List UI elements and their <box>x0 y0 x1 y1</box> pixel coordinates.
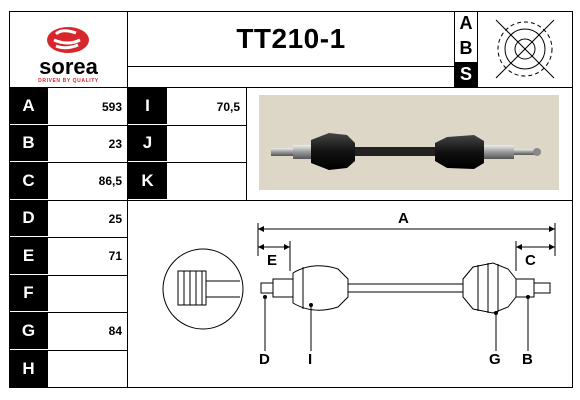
spec-value-d: 25 <box>108 211 122 226</box>
abs-letter-b: B <box>459 38 473 58</box>
spec-label-j: J <box>128 125 167 161</box>
dimension-c-label: C <box>525 252 536 269</box>
dimension-e-label: E <box>267 252 278 269</box>
spec-label-f: F <box>9 275 48 311</box>
part-number-title: TT210-1 <box>236 22 346 54</box>
spec-value-c: 86,5 <box>98 174 122 188</box>
spec-row-divider <box>9 312 128 313</box>
spec-label-b: B <box>9 125 48 161</box>
spec-value-g: 84 <box>108 324 122 338</box>
spec-row-divider <box>9 162 128 163</box>
left-column-divider <box>127 11 128 388</box>
spec-value-a: 593 <box>101 99 122 114</box>
spec-label-d: D <box>9 200 48 236</box>
title-abs-divider <box>454 11 455 87</box>
spec-value-i: 70,5 <box>216 99 240 114</box>
spec-label-h: H <box>9 350 48 387</box>
dimension-d-label: D <box>259 351 270 368</box>
spec-row-divider <box>9 350 128 351</box>
abs-icon-divider <box>477 11 478 87</box>
spec-label-i: I <box>128 88 167 124</box>
spec-label-c: C <box>9 162 48 199</box>
spec-label-k: K <box>128 162 167 199</box>
header-divider <box>9 87 573 88</box>
dimension-g-label: G <box>489 351 501 368</box>
abs-letter-s: S <box>455 62 477 87</box>
brand-logo: sorea DRIVEN BY QUALITY <box>10 12 127 87</box>
mid-row-divider <box>128 125 246 126</box>
spec-row-divider <box>9 237 128 238</box>
diagram-top-rule <box>128 200 573 201</box>
abs-letter-a: A <box>459 13 473 33</box>
spec-label-g: G <box>9 312 48 349</box>
spec-value-b: 23 <box>108 136 122 151</box>
shaft-diagram: A E C D I G B <box>128 201 573 388</box>
brand-name: sorea <box>39 54 98 79</box>
dimension-b-label: B <box>522 351 533 368</box>
sorea-logo-mark <box>47 27 89 53</box>
spec-label-a: A <box>9 88 48 124</box>
mid-column-divider <box>246 87 247 200</box>
spec-value-e: 71 <box>108 249 122 263</box>
dimension-a-label: A <box>398 210 409 227</box>
sheet-frame <box>9 11 573 388</box>
brand-tagline: DRIVEN BY QUALITY <box>38 78 99 84</box>
spec-label-e: E <box>9 237 48 274</box>
spec-row-divider <box>9 275 128 276</box>
dimension-i-label: I <box>308 351 313 368</box>
mid-row-divider <box>128 162 246 163</box>
abs-ring-icon <box>478 12 572 86</box>
spec-row-divider <box>9 125 128 126</box>
spec-row-divider <box>9 200 128 201</box>
title-bottom-rule <box>128 66 454 67</box>
product-photo <box>259 95 559 190</box>
